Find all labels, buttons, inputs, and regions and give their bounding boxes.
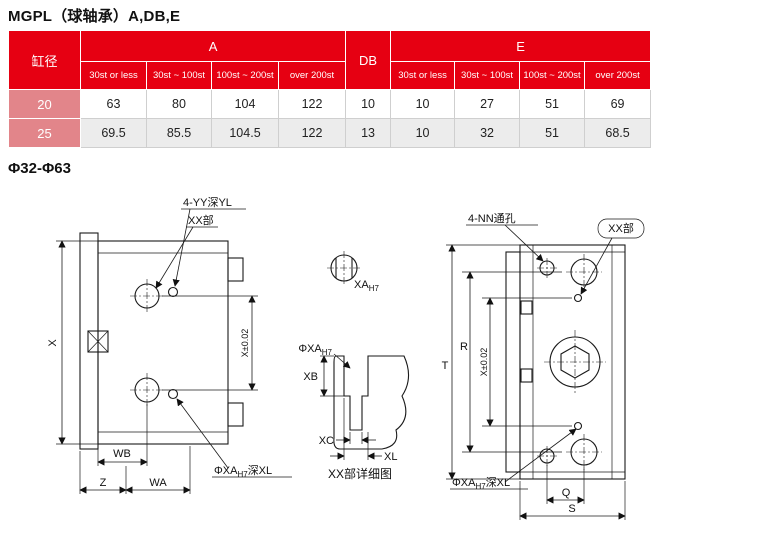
cell: 10 [345,89,392,119]
col-group-a: A [79,30,347,62]
col-header-a-100-200: 100st ~ 200st [211,61,279,90]
cell: 51 [519,89,586,119]
col-header-db: DB [345,30,392,90]
cell: 10 [390,118,456,148]
yy-tap-hole-top [167,286,179,298]
xx-part-label-right: XX部 [608,221,634,235]
cell: 69.5 [80,118,147,148]
cell: 10 [390,89,456,119]
technical-drawing: 4-YY深YL XX部 X±0.02 X WB [47,196,645,520]
col-header-a-30-100: 30st ~ 100st [146,61,212,90]
cell: 122 [277,89,347,119]
phi-xa-depth-label-left: ΦXAH7深XL [214,464,272,479]
table-row: 25 69.5 85.5 104.5 122 13 10 32 51 68.5 [8,118,652,148]
dim-xl: XL [384,451,397,463]
header-row-groups: 缸径 A DB E [8,30,652,90]
end-plate [79,232,99,450]
cell: 27 [454,89,521,119]
section-cut [333,355,410,450]
cell: 85.5 [146,118,212,148]
dim-x-tolerance-left: X±0.02 [240,329,250,357]
cell: 32 [454,118,521,148]
cell: 69 [584,89,652,119]
xx-part-callout-box [597,218,645,239]
xa-pin-hole-bottom [167,388,179,400]
dimension-table: 缸径 A DB E 30st or less 30st ~ 100st 100s… [8,30,652,148]
sensor-slot-upper [520,300,533,315]
cell: 104.5 [211,118,279,148]
dim-s: S [568,503,575,515]
cylinder-body [97,240,229,445]
xx-part-label-left: XX部 [188,213,214,227]
front-view: 4-YY深YL XX部 X±0.02 X WB [47,196,292,494]
page-title: MGPL（球轴承）A,DB,E [8,8,181,25]
cell-bore: 20 [8,89,81,119]
dim-xb: XB [303,371,318,383]
cell: 13 [345,118,392,148]
rod-section-view: XAH7 [327,251,379,293]
col-header-bore: 缸径 [8,30,81,90]
dim-wb: WB [113,448,131,460]
table-row: 20 63 80 104 122 10 10 27 51 69 [8,89,652,119]
cell: 104 [211,89,279,119]
header-row-strokes: 30st or less 30st ~ 100st 100st ~ 200st … [9,61,652,90]
dim-q: Q [562,487,571,499]
port-tab-top [227,257,244,282]
xa-fit-label: XAH7 [354,279,379,293]
phi-xa-detail-label: ΦXAH7 [298,343,332,357]
dim-wa: WA [149,477,167,489]
cell: 51 [519,118,586,148]
side-view: 4-NN通孔 XX部 T R X±0.02 ΦXAH7深XL [442,212,645,520]
size-range-heading: Φ32-Φ63 [8,160,71,177]
col-header-a-30less: 30st or less [80,61,147,90]
dim-t: T [442,360,449,372]
dim-x-tolerance-right: X±0.02 [479,348,489,376]
col-header-a-over200: over 200st [277,61,347,90]
plate-side [505,251,521,473]
xx-hole-top [573,293,583,303]
xx-detail-view: ΦXAH7 XB XC XL XX部详细图 [298,343,410,481]
dim-z: Z [100,477,107,489]
col-group-e: E [390,30,652,62]
sensor-slot-lower [520,368,533,383]
dim-xc: XC [319,435,334,447]
xx-hole-bottom [573,421,583,431]
col-header-e-100-200: 100st ~ 200st [519,61,586,90]
piston-rod-symbol [87,330,109,353]
cell: 122 [277,118,347,148]
cell: 68.5 [584,118,652,148]
dim-x: X [47,339,59,347]
cell: 63 [80,89,147,119]
col-header-e-over200: over 200st [584,61,652,90]
yy-depth-label: 4-YY深YL [183,196,232,209]
nn-through-hole-label: 4-NN通孔 [468,212,516,225]
phi-xa-depth-label-right: ΦXAH7深XL [452,476,510,491]
col-header-e-30-100: 30st ~ 100st [454,61,521,90]
detail-caption: XX部详细图 [328,466,392,481]
cell: 80 [146,89,212,119]
port-tab-bottom [227,402,244,427]
col-header-e-30less: 30st or less [390,61,456,90]
dim-r: R [460,341,468,353]
cell-bore: 25 [8,118,81,148]
